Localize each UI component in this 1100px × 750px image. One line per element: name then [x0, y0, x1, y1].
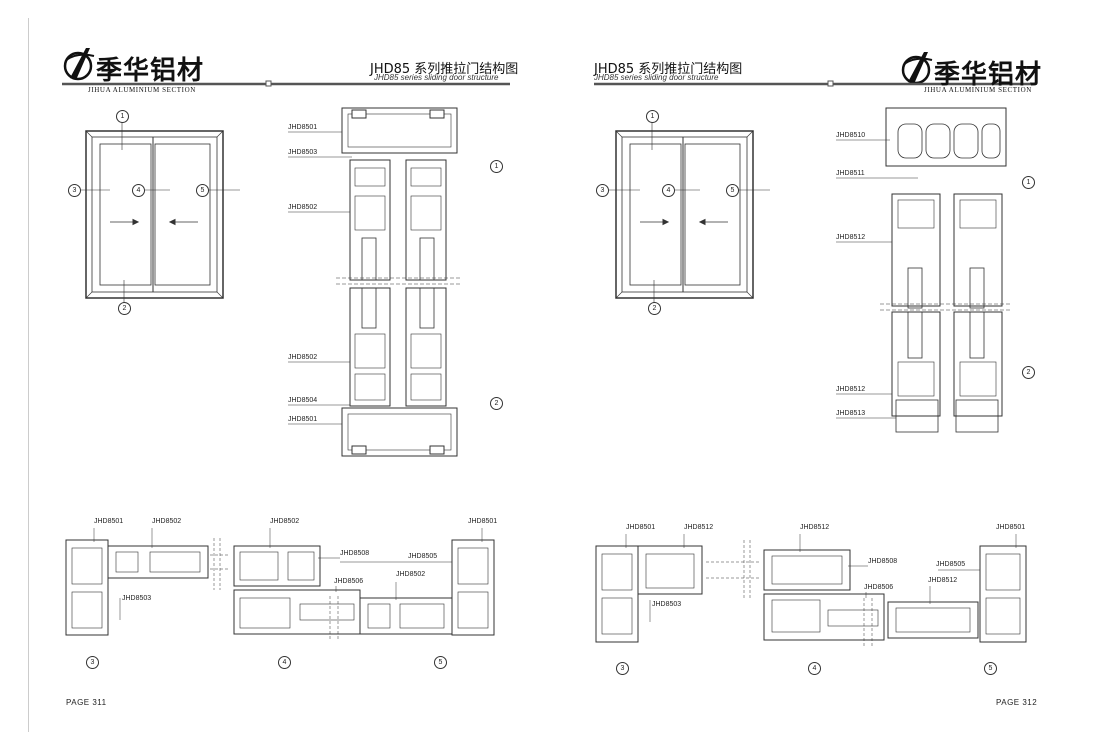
profile-label: JHD8512: [928, 577, 958, 584]
vertical-section: [836, 107, 1012, 433]
section-marker: 3: [86, 656, 99, 669]
section-marker: 2: [490, 397, 503, 410]
profile-label: JHD8512: [684, 524, 714, 531]
brand-name-en: JIHUA ALUMINIUM SECTION: [924, 86, 1032, 94]
brand-logo: [901, 52, 933, 85]
profile-label: JHD8502: [152, 518, 182, 525]
right-drawing-layer: [594, 52, 1036, 646]
brand-name-en: JIHUA ALUMINIUM SECTION: [88, 86, 196, 94]
horizontal-section: [595, 534, 1027, 646]
elevation-marker: 3: [68, 184, 81, 197]
profile-label: JHD8502: [270, 518, 300, 525]
profile-label: JHD8501: [996, 524, 1026, 531]
profile-label: JHD8502: [288, 354, 318, 361]
elevation-marker: 1: [646, 110, 659, 123]
profile-label: JHD8501: [288, 124, 318, 131]
left-page: 季华铝材 JIHUA ALUMINIUM SECTION JHD85 系列推拉门…: [28, 18, 519, 732]
elevation-marker: 1: [116, 110, 129, 123]
section-marker: 4: [808, 662, 821, 675]
elevation-marker: 4: [662, 184, 675, 197]
profile-label: JHD8508: [340, 550, 370, 557]
page-title-cn: JHD85 系列推拉门结构图: [594, 62, 743, 77]
page-title-en: JHD85 series sliding door structure: [374, 73, 499, 82]
elevation-marker: 3: [596, 184, 609, 197]
profile-label: JHD8512: [836, 234, 866, 241]
section-marker: 2: [1022, 366, 1035, 379]
profile-label: JHD8502: [288, 204, 318, 211]
profile-label: JHD8506: [334, 578, 364, 585]
door-elevation: [608, 118, 770, 308]
right-page: 季华铝材 JIHUA ALUMINIUM SECTION JHD85 系列推拉门…: [550, 0, 1100, 750]
profile-label: JHD8512: [800, 524, 830, 531]
elevation-marker: 4: [132, 184, 145, 197]
elevation-marker: 2: [118, 302, 131, 315]
section-marker: 5: [984, 662, 997, 675]
profile-label: JHD8503: [122, 595, 152, 602]
profile-label: JHD8501: [288, 416, 318, 423]
brand-name-cn: 季华铝材: [96, 56, 205, 86]
elevation-marker: 5: [726, 184, 739, 197]
profile-label: JHD8502: [396, 571, 426, 578]
profile-label: JHD8505: [408, 553, 438, 560]
elevation-marker: 2: [648, 302, 661, 315]
profile-label: JHD8503: [652, 601, 682, 608]
profile-label: JHD8511: [836, 170, 865, 177]
profile-label: JHD8508: [868, 558, 898, 565]
section-marker: 3: [616, 662, 629, 675]
page-number: PAGE 312: [996, 698, 1038, 707]
section-marker: 5: [434, 656, 447, 669]
profile-label: JHD8503: [288, 149, 318, 156]
vertical-section: [288, 107, 462, 457]
profile-label: JHD8512: [836, 386, 866, 393]
profile-label: JHD8501: [94, 518, 124, 525]
section-marker: 1: [1022, 176, 1035, 189]
section-marker: 4: [278, 656, 291, 669]
profile-label: JHD8501: [468, 518, 498, 525]
profile-label: JHD8501: [626, 524, 656, 531]
profile-label: JHD8506: [864, 584, 894, 591]
profile-label: JHD8504: [288, 397, 318, 404]
page-title-en: JHD85 series sliding door structure: [594, 73, 719, 82]
profile-label: JHD8505: [936, 561, 966, 568]
profile-label: JHD8513: [836, 410, 866, 417]
section-marker: 1: [490, 160, 503, 173]
brand-logo: [63, 48, 95, 81]
page-number: PAGE 311: [66, 698, 107, 707]
page-title-cn: JHD85 系列推拉门结构图: [370, 62, 519, 77]
elevation-marker: 5: [196, 184, 209, 197]
page-border: [28, 18, 29, 732]
profile-label: JHD8510: [836, 132, 866, 139]
horizontal-section: [65, 528, 495, 640]
brand-name-cn: 季华铝材: [934, 60, 1043, 90]
door-elevation: [78, 118, 240, 308]
left-drawing-layer: [62, 48, 510, 640]
